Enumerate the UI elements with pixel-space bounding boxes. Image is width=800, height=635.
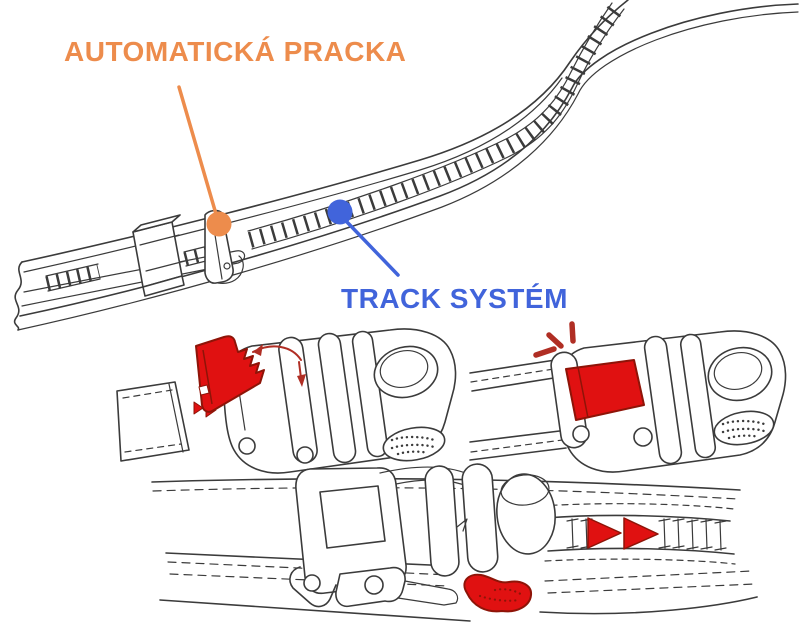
buckle-callout-dot xyxy=(206,211,232,237)
track-callout-pointer xyxy=(327,199,400,277)
buckle-callout-pointer xyxy=(177,85,232,237)
open-buckle-body xyxy=(222,328,457,474)
automatic-buckle-label: AUTOMATICKÁ PRACKA xyxy=(64,36,407,67)
close-direction-arrow-icon xyxy=(252,344,306,387)
track-teeth-band xyxy=(539,503,736,565)
track-callout-dot xyxy=(327,199,353,225)
open-latch-red-flap xyxy=(195,335,265,413)
track-system-label: TRACK SYSTÉM xyxy=(341,283,568,314)
strap-end xyxy=(116,381,190,462)
step-insert-illustration xyxy=(116,328,457,474)
closed-latch-red-flap xyxy=(565,359,645,421)
click-marks-icon xyxy=(533,321,576,358)
step-slide-illustration xyxy=(151,463,758,622)
release-lever-red xyxy=(463,573,533,613)
belt-keeper xyxy=(132,214,186,297)
slide-direction-arrows-icon xyxy=(587,517,659,550)
belt-straps xyxy=(469,358,577,461)
buckle-side-view xyxy=(289,463,556,613)
step-lock-illustration xyxy=(469,321,787,473)
